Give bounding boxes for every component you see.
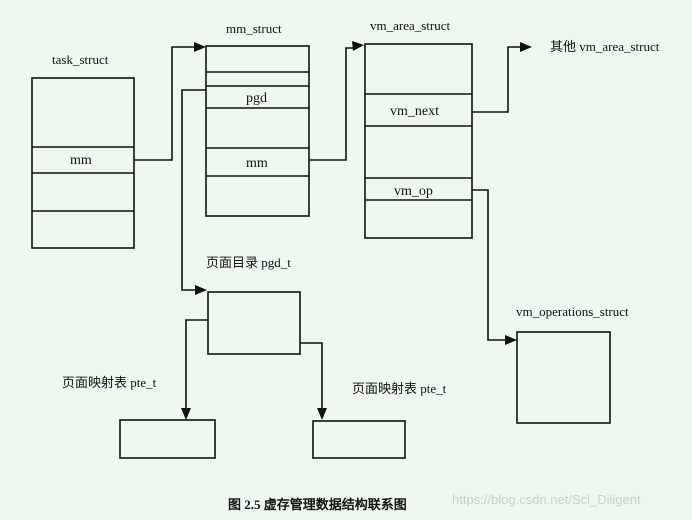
mm-struct-box <box>205 45 310 217</box>
connector-pgd-t-to-pte-left <box>185 319 208 408</box>
arrowhead <box>520 42 532 52</box>
figure-caption: 图 2.5 虚存管理数据结构联系图 <box>228 497 407 512</box>
arrowhead <box>194 42 206 52</box>
pgd-t-group: 页面目录 pgd_t <box>206 255 301 355</box>
vm-area-struct-box <box>364 43 473 239</box>
vm-area-vm-op-field: vm_op <box>394 184 433 199</box>
pgd-t-label: 页面目录 pgd_t <box>206 255 291 270</box>
connector-mm-to-vm-area <box>309 47 354 161</box>
connector-pgd-to-pgd-t <box>181 89 206 291</box>
mm-struct-title: mm_struct <box>226 21 282 36</box>
task-struct-title: task_struct <box>52 52 109 67</box>
pte-right-label: 页面映射表 pte_t <box>352 381 447 396</box>
pte-left-label: 页面映射表 pte_t <box>62 375 157 390</box>
vm-operations-group: vm_operations_struct <box>516 304 629 424</box>
arrowhead <box>505 335 517 345</box>
pte-right-group: 页面映射表 pte_t <box>312 381 447 459</box>
connector-task-to-mm <box>134 46 196 161</box>
mm-struct-group: mm_struct pgd mm <box>205 21 310 217</box>
watermark: https://blog.csdn.net/Scl_Diligent <box>452 492 641 507</box>
connector-vm-next-to-other <box>472 46 520 113</box>
pte-left-box <box>119 419 216 459</box>
mm-struct-pgd-field: pgd <box>246 91 267 106</box>
vm-operations-label: vm_operations_struct <box>516 304 629 319</box>
pte-right-box <box>312 420 406 459</box>
other-vm-area-label: 其他 vm_area_struct <box>550 39 660 54</box>
arrowhead <box>181 408 191 420</box>
vm-area-vm-next-field: vm_next <box>390 104 439 119</box>
connector-vm-op-to-operations <box>472 189 505 341</box>
vm-operations-box <box>516 331 611 424</box>
pgd-t-box <box>207 291 301 355</box>
arrowhead <box>352 41 364 51</box>
connector-pgd-t-to-pte-right <box>300 342 323 408</box>
arrowhead <box>317 408 327 420</box>
mm-struct-mm-field: mm <box>246 156 268 171</box>
vm-area-struct-group: vm_area_struct vm_next vm_op <box>364 18 473 239</box>
pte-left-group: 页面映射表 pte_t <box>62 375 216 459</box>
task-struct-group: task_struct mm <box>31 52 135 249</box>
vm-area-struct-title: vm_area_struct <box>370 18 451 33</box>
arrowhead <box>195 285 207 295</box>
task-struct-box <box>31 77 135 249</box>
task-struct-mm-field: mm <box>70 153 92 168</box>
